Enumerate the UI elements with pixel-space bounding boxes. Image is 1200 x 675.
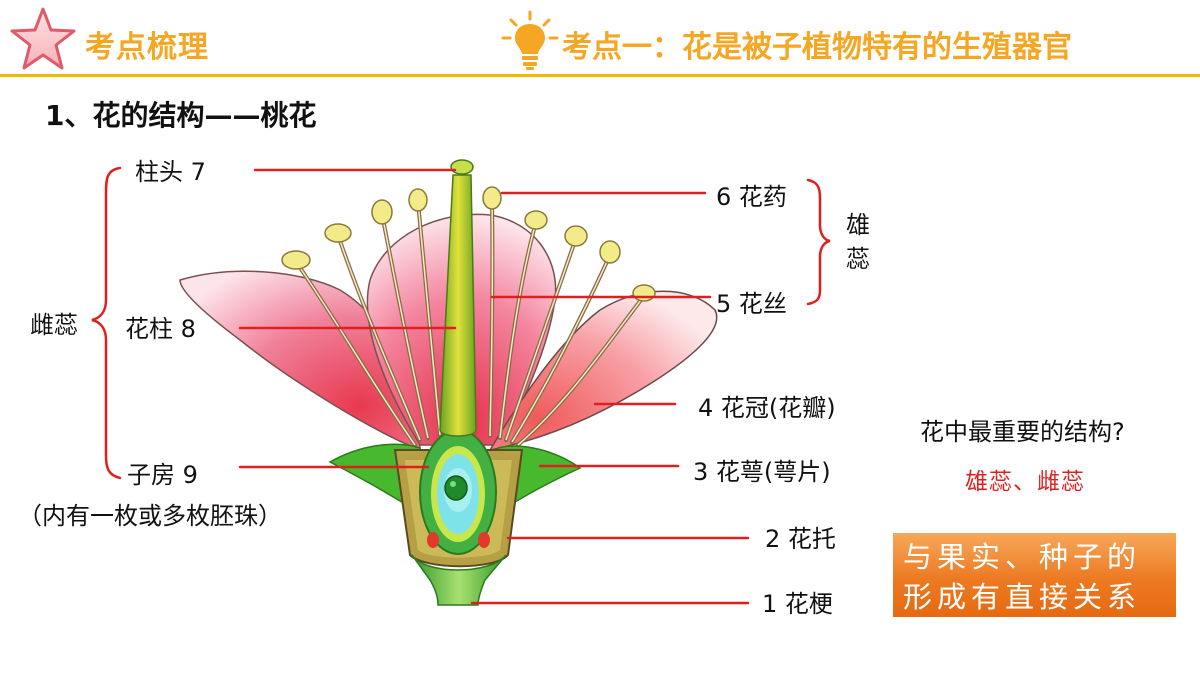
anther <box>482 186 502 210</box>
pedicel <box>411 554 507 606</box>
anther <box>564 225 588 247</box>
label-sepal: 3 花萼(萼片) <box>693 458 831 486</box>
label-filament: 5 花丝 <box>716 290 787 318</box>
label-style: 花柱 8 <box>125 315 196 343</box>
label-ovary-note: （内有一枚或多枚胚珠） <box>18 502 282 530</box>
label-stigma: 柱头 7 <box>135 158 206 186</box>
anther <box>599 240 621 264</box>
question-text: 花中最重要的结构? <box>920 418 1125 446</box>
lightbulb-icon <box>501 10 559 70</box>
anther <box>524 210 548 230</box>
callout-box: 与果实、种子的 形成有直接关系 <box>893 533 1176 617</box>
answer-text: 雄蕊、雌蕊 <box>965 469 1085 495</box>
label-pistil: 雌蕊 <box>30 311 78 339</box>
label-pedicel: 1 花梗 <box>762 590 833 618</box>
section-title: 1、花的结构——桃花 <box>45 99 317 132</box>
anther <box>408 188 428 212</box>
label-corolla: 4 花冠(花瓣) <box>698 394 836 422</box>
star-icon <box>10 7 76 70</box>
header-right-title: 考点一：花是被子植物特有的生殖器官 <box>562 30 1072 65</box>
anther <box>371 199 393 225</box>
stigma <box>450 159 474 175</box>
callout-line-2: 形成有直接关系 <box>903 580 1142 614</box>
callout-line-1: 与果实、种子的 <box>903 540 1142 574</box>
anther <box>281 250 311 270</box>
label-stamen: 雄蕊 <box>846 211 870 273</box>
anther <box>632 284 656 302</box>
brace-pistil <box>91 166 122 480</box>
anther <box>324 223 352 243</box>
label-receptacle: 2 花托 <box>765 525 836 553</box>
header-divider <box>0 74 1200 77</box>
header-left-title: 考点梳理 <box>85 30 209 65</box>
petal-right <box>488 290 718 452</box>
style <box>439 174 477 437</box>
ovule <box>444 475 468 501</box>
label-ovary: 子房 9 <box>127 461 198 489</box>
brace-stamen <box>806 178 831 306</box>
label-anther: 6 花药 <box>716 183 787 211</box>
